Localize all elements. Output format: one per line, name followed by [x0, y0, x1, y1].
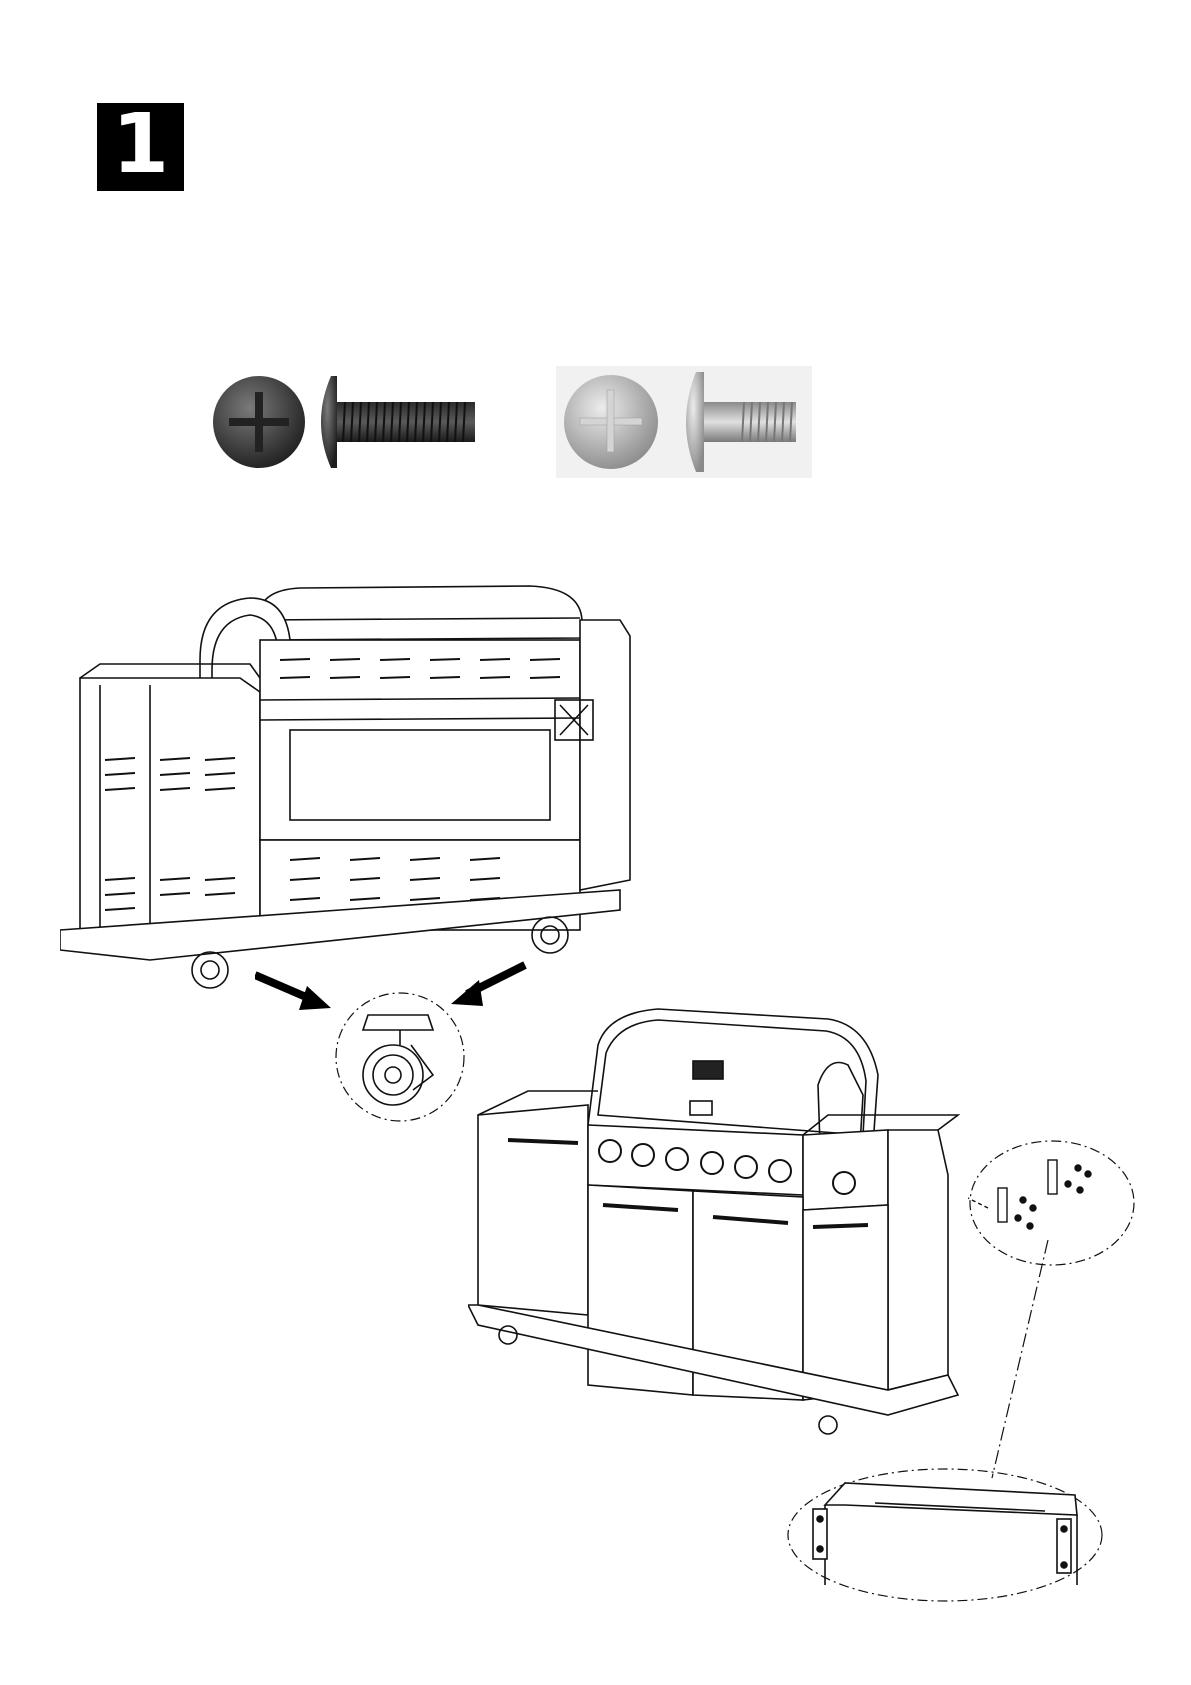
- bolt-head-top-view: [564, 375, 658, 469]
- step-number-badge: 1: [97, 103, 184, 191]
- caster-detail-callout: [333, 990, 468, 1125]
- black-phillips-bolt: [213, 372, 481, 472]
- grill-rear-view-casters: [60, 560, 660, 1020]
- bolt-side-view: [321, 376, 475, 468]
- step-number: 1: [112, 104, 169, 186]
- silver-shoulder-bolt: [556, 366, 812, 478]
- bolt-head-top-view: [213, 376, 305, 468]
- callout-leader-line: [990, 1240, 1050, 1480]
- bracket-closeup-callout: [785, 1465, 1105, 1605]
- grill-front-view: [468, 1005, 988, 1455]
- left-arrow: [255, 975, 331, 1010]
